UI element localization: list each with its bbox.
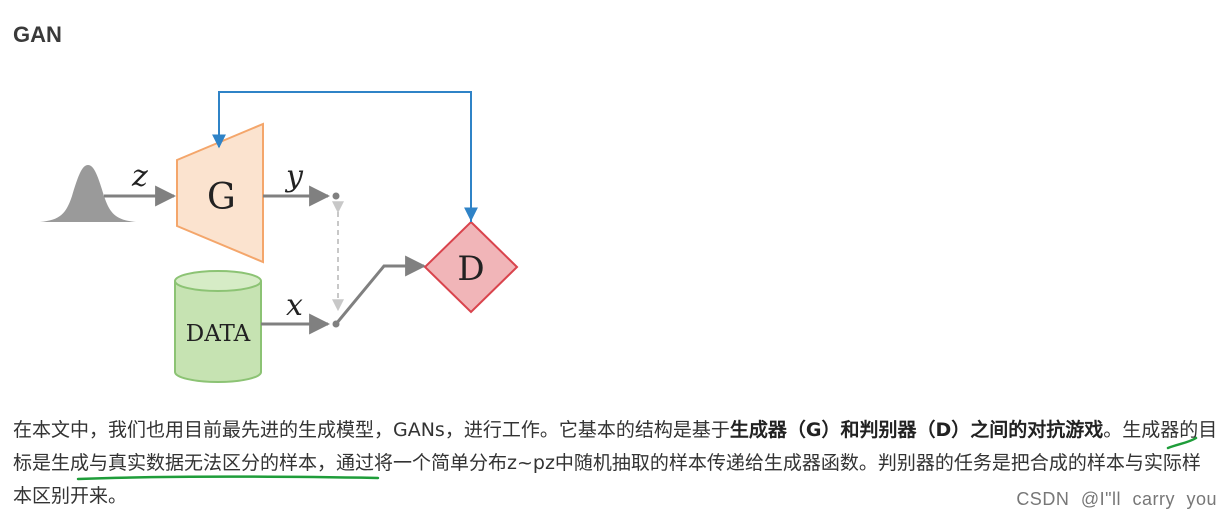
paragraph-part-1: 在本文中，我们也用目前最先进的生成模型，GANs，进行工作。它基本的结构是基于 xyxy=(13,419,730,441)
generator-block xyxy=(176,122,264,264)
discriminator-block xyxy=(423,220,519,314)
generator-output-node xyxy=(332,192,340,200)
csdn-watermark: CSDN @I"ll carry you xyxy=(1016,489,1217,509)
switch-arm-arrow xyxy=(334,255,427,325)
gan-diagram: z G y DATA x D xyxy=(40,91,519,383)
noise-distribution-icon xyxy=(40,165,136,222)
generator-label: G xyxy=(207,177,236,218)
data-label: DATA xyxy=(186,321,251,347)
data-cylinder xyxy=(174,270,262,383)
data-output-label: x xyxy=(286,288,303,323)
generator-output-label: y xyxy=(284,159,304,194)
noise-label: z xyxy=(131,159,148,194)
discriminator-label: D xyxy=(457,249,484,289)
section-heading: GAN xyxy=(13,22,62,47)
paragraph-bold: 生成器（G）和判别器（D）之间的对抗游戏 xyxy=(729,419,1104,441)
description-paragraph: 在本文中，我们也用目前最先进的生成模型，GANs，进行工作。它基本的结构是基于生… xyxy=(13,414,1218,513)
paragraph-part-2: 。生成器的目标是生成与真实数据无法区分的样本，通过将一个简单分布z~pz中随机抽… xyxy=(13,419,1218,507)
